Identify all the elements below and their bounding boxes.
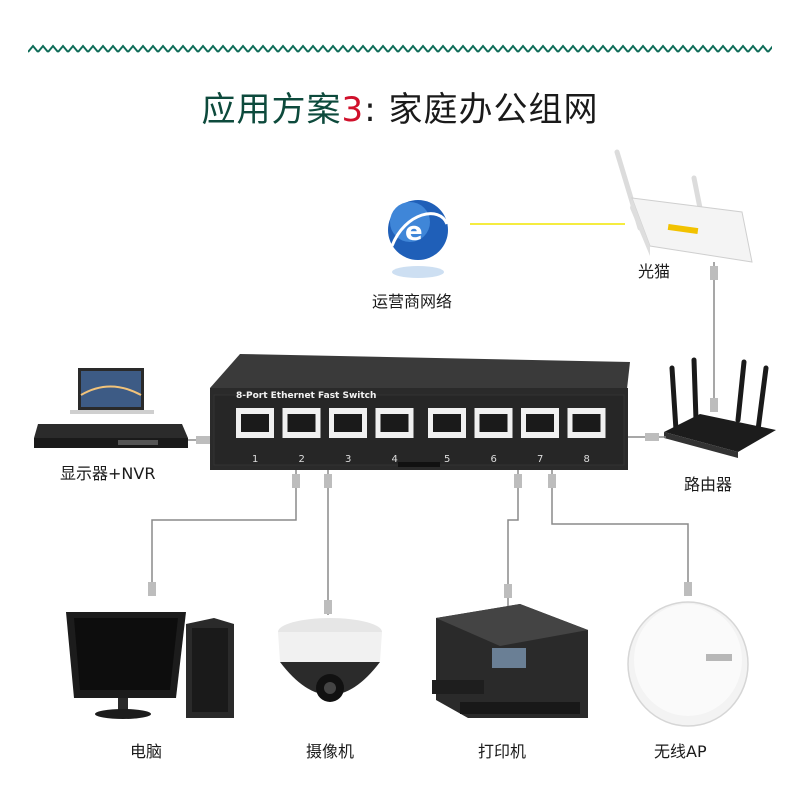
rj45-plug-icon: [645, 433, 659, 441]
port-number-label: 7: [537, 454, 543, 465]
isp-label: 运营商网络: [372, 288, 452, 312]
ethernet-port-socket: [288, 414, 316, 432]
isp-globe-icon: e: [388, 200, 448, 278]
ethernet-port-socket: [526, 414, 554, 432]
optical-modem-icon: [617, 152, 752, 262]
printer-label: 打印机: [478, 738, 526, 762]
port-number-label: 5: [444, 454, 450, 465]
ethernet-port-socket: [334, 414, 362, 432]
ap-label: 无线AP: [654, 738, 707, 762]
wifi-router-icon: [664, 360, 776, 458]
computer-cable: [152, 470, 296, 595]
modem-label: 光猫: [638, 258, 670, 282]
switch-model-label: 8-Port Ethernet Fast Switch: [236, 391, 376, 401]
computer-icon: [66, 612, 234, 719]
dome-camera-icon: [278, 618, 382, 702]
port-number-label: 2: [299, 454, 305, 465]
ethernet-port-socket: [433, 414, 461, 432]
port-number-label: 4: [392, 454, 398, 465]
ethernet-port-socket: [241, 414, 269, 432]
downlink-plugs: [148, 474, 692, 614]
wireless-ap-icon: [628, 602, 748, 726]
port-number-label: 6: [491, 454, 497, 465]
camera-label: 摄像机: [306, 738, 354, 762]
nvr-label: 显示器+NVR: [60, 460, 155, 484]
nvr-monitor-icon: [34, 368, 188, 448]
rj45-plug-icon: [710, 266, 718, 280]
ethernet-port-socket: [573, 414, 601, 432]
downlink-cables: [152, 470, 688, 615]
ethernet-port-socket: [381, 414, 409, 432]
ap-cable: [552, 470, 688, 595]
ethernet-port-socket: [480, 414, 508, 432]
port-number-label: 1: [252, 454, 258, 465]
rj45-plug-icon: [710, 398, 718, 412]
rj45-plug-icon: [196, 436, 210, 444]
svg-text:e: e: [405, 217, 423, 247]
computer-label: 电脑: [130, 738, 162, 762]
port-number-label: 3: [345, 454, 351, 465]
port-number-label: 8: [584, 454, 590, 465]
printer-icon: [432, 604, 588, 718]
router-label: 路由器: [684, 471, 732, 495]
